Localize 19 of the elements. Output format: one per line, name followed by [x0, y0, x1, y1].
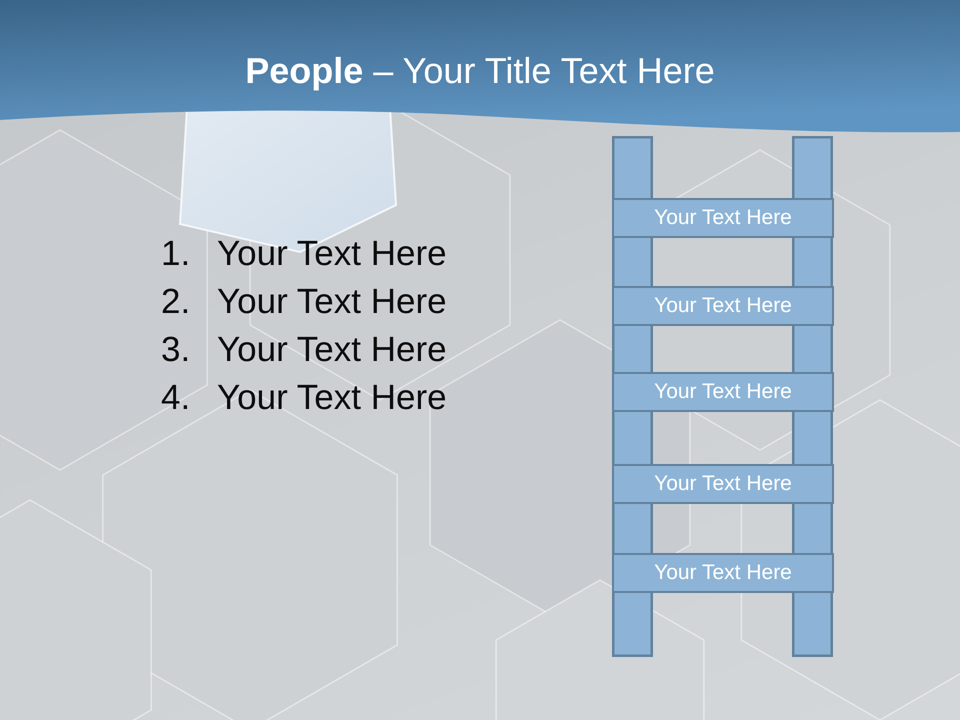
ladder-rung — [612, 286, 834, 326]
rung-label: Your Text Here — [654, 380, 792, 404]
list-number: 2. — [161, 282, 190, 322]
rung-label: Your Text Here — [654, 294, 792, 318]
list-item-text: Your Text Here — [217, 378, 447, 418]
ladder-rung — [612, 553, 834, 593]
ladder-rung — [612, 464, 834, 504]
list-number: 3. — [161, 330, 190, 370]
list-item-text: Your Text Here — [217, 234, 447, 274]
ladder-rung — [612, 372, 834, 412]
list-number: 1. — [161, 234, 190, 274]
list-item-text: Your Text Here — [217, 282, 447, 322]
slide-title: People – Your Title Text Here — [245, 51, 715, 91]
list-number: 4. — [161, 378, 190, 418]
rung-label: Your Text Here — [654, 472, 792, 496]
rung-label: Your Text Here — [654, 561, 792, 585]
ladder-rung — [612, 198, 834, 238]
rung-label: Your Text Here — [654, 206, 792, 230]
list-item-text: Your Text Here — [217, 330, 447, 370]
